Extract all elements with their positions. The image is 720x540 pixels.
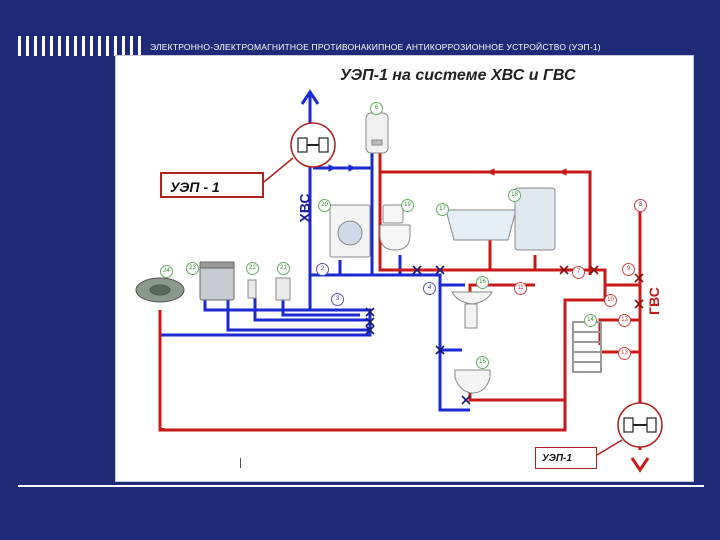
marker-13a: 13 (618, 314, 631, 327)
marker-3: 3 (331, 293, 344, 306)
marker-24: 24 (160, 265, 173, 278)
flow-arrows (328, 164, 357, 172)
washing-machine (329, 204, 371, 258)
washbasin (451, 291, 493, 329)
marker-21: 21 (277, 262, 290, 275)
marker-22: 22 (246, 262, 259, 275)
valve-marks (365, 265, 471, 405)
marker-14: 14 (584, 314, 597, 327)
uep-callout-small: УЭП-1 (535, 447, 597, 469)
marker-18: 18 (508, 189, 521, 202)
shower-cabin (514, 187, 556, 251)
uep-callout-main: УЭП - 1 (160, 172, 264, 198)
text-cursor (240, 458, 241, 468)
marker-19: 19 (401, 199, 414, 212)
marker-7: 7 (572, 266, 585, 279)
bidet (454, 369, 491, 394)
cold-inlet-arrow (300, 89, 320, 105)
slide-header: ЭЛЕКТРОННО-ЭЛЕКТРОМАГНИТНОЕ ПРОТИВОНАКИП… (150, 42, 601, 52)
marker-23: 23 (186, 262, 199, 275)
callout-leader-bottom (596, 439, 623, 456)
marker-9: 9 (622, 263, 635, 276)
water-filters (247, 277, 291, 301)
kitchen-sink (135, 277, 185, 303)
marker-13b: 13 (618, 347, 631, 360)
callout-leader-top (263, 157, 294, 183)
water-heater (365, 112, 389, 154)
marker-4: 4 (423, 282, 436, 295)
marker-8: 8 (634, 199, 647, 212)
hot-water-label: ГВС (645, 287, 662, 315)
uep-device-bottom (617, 402, 663, 448)
marker-11: 11 (514, 282, 527, 295)
marker-20: 20 (318, 199, 331, 212)
cold-water-label: ХВС (296, 193, 313, 223)
towel-rail (572, 321, 602, 373)
marker-17: 17 (436, 203, 449, 216)
dishwasher (199, 261, 235, 301)
bathtub (445, 209, 517, 241)
marker-16: 16 (476, 276, 489, 289)
marker-2: 2 (316, 263, 329, 276)
marker-10: 10 (604, 294, 617, 307)
marker-15: 15 (476, 356, 489, 369)
marker-6: 6 (370, 102, 383, 115)
slide-decoration-bars (18, 36, 141, 56)
slide-footer-rule (18, 485, 704, 487)
hot-outlet-arrow (630, 457, 650, 473)
diagram-title: УЭП-1 на системе ХВС и ГВС (340, 67, 576, 84)
toilet (379, 204, 411, 251)
uep-device-top (290, 122, 336, 168)
